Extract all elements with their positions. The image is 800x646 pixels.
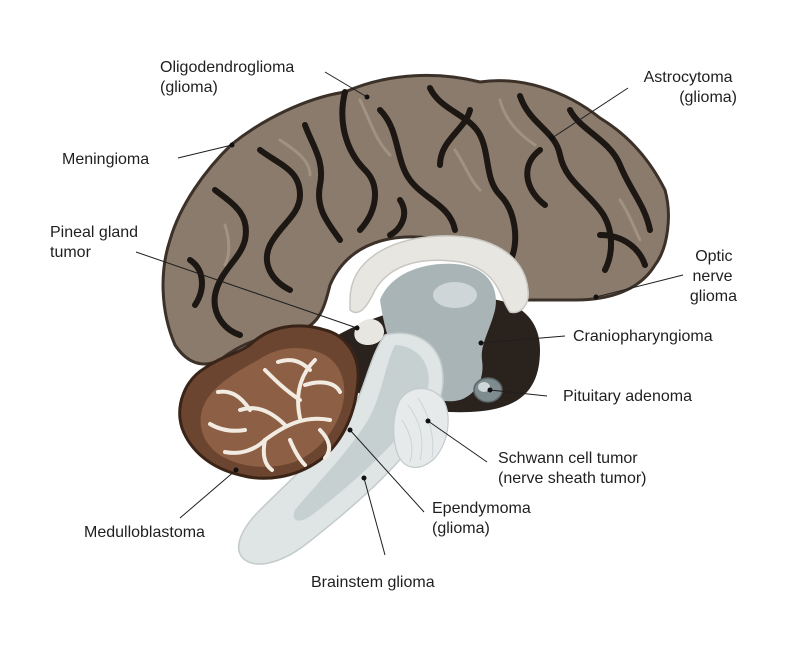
labels: Oligodendroglioma (glioma) Astrocytoma (… [50, 59, 737, 591]
label-meningioma: Meningioma [62, 151, 149, 168]
pituitary-highlight [478, 382, 490, 392]
label-optic-nerve-glioma: Optic nerve glioma [690, 248, 737, 305]
label-brainstem-glioma: Brainstem glioma [311, 574, 435, 591]
pineal-region [354, 318, 385, 345]
pons-striations [401, 397, 434, 463]
pons [393, 387, 449, 468]
sulci [187, 85, 653, 338]
label-pineal-gland-tumor: Pineal gland tumor [50, 224, 143, 261]
brain-illustration [161, 73, 670, 565]
arbor-vitae [208, 358, 342, 472]
label-medulloblastoma: Medulloblastoma [84, 524, 205, 541]
label-craniopharyngioma: Craniopharyngioma [573, 328, 713, 345]
gyri-highlights [223, 98, 642, 267]
label-oligodendroglioma: Oligodendroglioma (glioma) [160, 59, 299, 96]
brainstem-inner [293, 345, 429, 521]
cerebellum-inner [200, 348, 345, 467]
thalamus-highlight [433, 282, 477, 308]
label-astrocytoma: Astrocytoma (glioma) [644, 69, 737, 106]
corpus-callosum [349, 235, 529, 314]
label-schwann-cell-tumor: Schwann cell tumor (nerve sheath tumor) [498, 450, 647, 487]
label-ependymoma: Ependymoma (glioma) [432, 500, 535, 537]
leader-lines [135, 71, 684, 556]
label-pituitary-adenoma: Pituitary adenoma [563, 388, 692, 405]
